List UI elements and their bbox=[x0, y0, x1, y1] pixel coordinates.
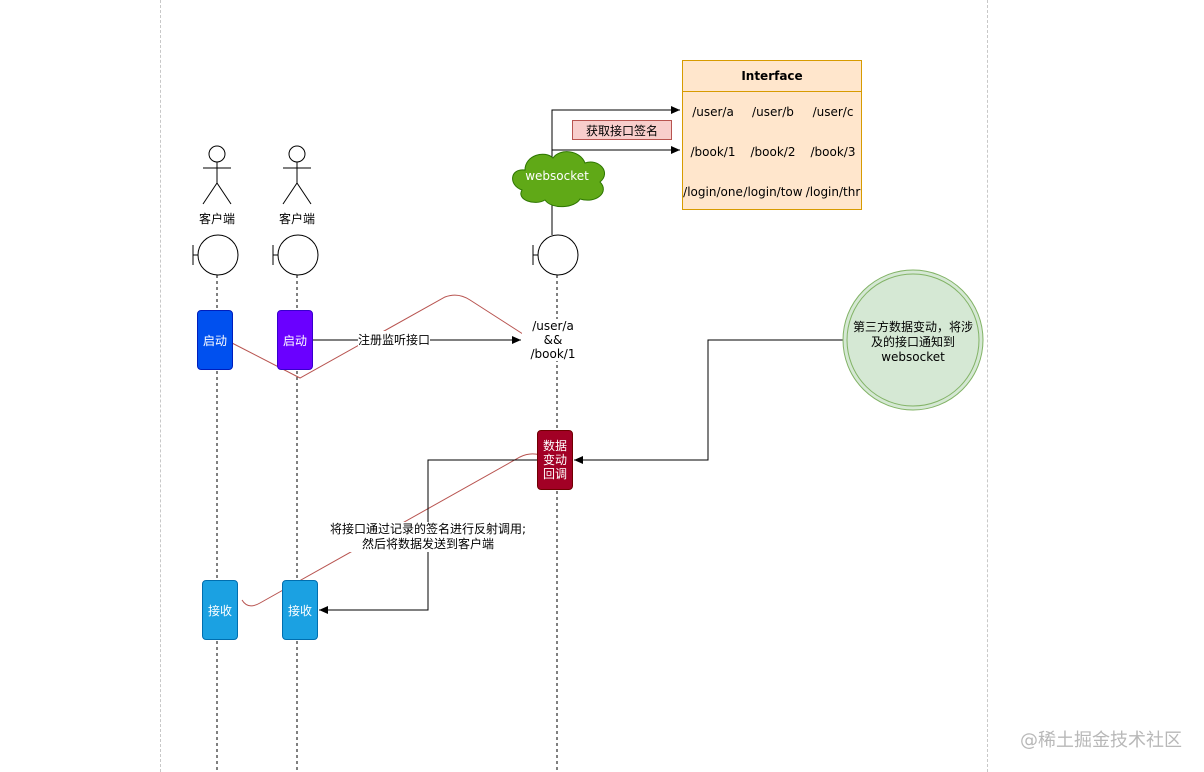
red-curve-top bbox=[231, 294, 541, 379]
callback-box: 数据 变动 回调 bbox=[537, 430, 573, 490]
condition-label: /user/a && /book/1 bbox=[522, 319, 584, 361]
boundary-object-2 bbox=[272, 234, 319, 276]
get-signature-note: 获取接口签名 bbox=[572, 120, 672, 140]
websocket-label: websocket bbox=[525, 169, 589, 183]
interface-cell: /book/2 bbox=[750, 145, 796, 159]
interface-cell: /login/tow bbox=[743, 185, 803, 199]
third-party-circle bbox=[842, 269, 984, 411]
actor-label-1: 客户端 bbox=[199, 212, 236, 226]
receive-box-2: 接收 bbox=[282, 580, 318, 640]
interface-cell: /user/b bbox=[752, 105, 794, 119]
interface-grid: /user/a /user/b /user/c /book/1 /book/2 … bbox=[683, 92, 861, 212]
watermark: @稀土掘金技术社区 bbox=[1020, 730, 1182, 751]
interface-title: Interface bbox=[683, 61, 861, 92]
interface-cell: /book/1 bbox=[690, 145, 736, 159]
websocket-cloud bbox=[512, 151, 606, 208]
third-party-label: 第三方数据变动，将涉及的接口通知到websocket bbox=[852, 320, 973, 364]
interface-cell: /book/3 bbox=[810, 145, 856, 159]
boundary-object-server bbox=[532, 234, 579, 276]
boundary-object-1 bbox=[192, 234, 239, 276]
actor-figure-2 bbox=[282, 145, 312, 205]
interface-table: Interface /user/a /user/b /user/c /book/… bbox=[682, 60, 862, 210]
actor-label-2: 客户端 bbox=[279, 212, 316, 226]
interface-cell: /login/one bbox=[683, 185, 743, 199]
register-label: 注册监听接口 bbox=[358, 331, 431, 348]
interface-cell: /user/a bbox=[692, 105, 734, 119]
start-box-1: 启动 bbox=[197, 310, 233, 370]
page-guide-right bbox=[987, 0, 988, 772]
page-guide-left bbox=[160, 0, 161, 772]
interface-cell: /login/thr bbox=[805, 185, 861, 199]
interface-cell: /user/c bbox=[812, 105, 854, 119]
notify-arrow bbox=[574, 339, 844, 464]
receive-box-1: 接收 bbox=[202, 580, 238, 640]
start-box-2: 启动 bbox=[277, 310, 313, 370]
actor-figure-1 bbox=[202, 145, 232, 205]
reflect-call-label: 将接口通过记录的签名进行反射调用; 然后将数据发送到客户端 bbox=[318, 522, 538, 552]
